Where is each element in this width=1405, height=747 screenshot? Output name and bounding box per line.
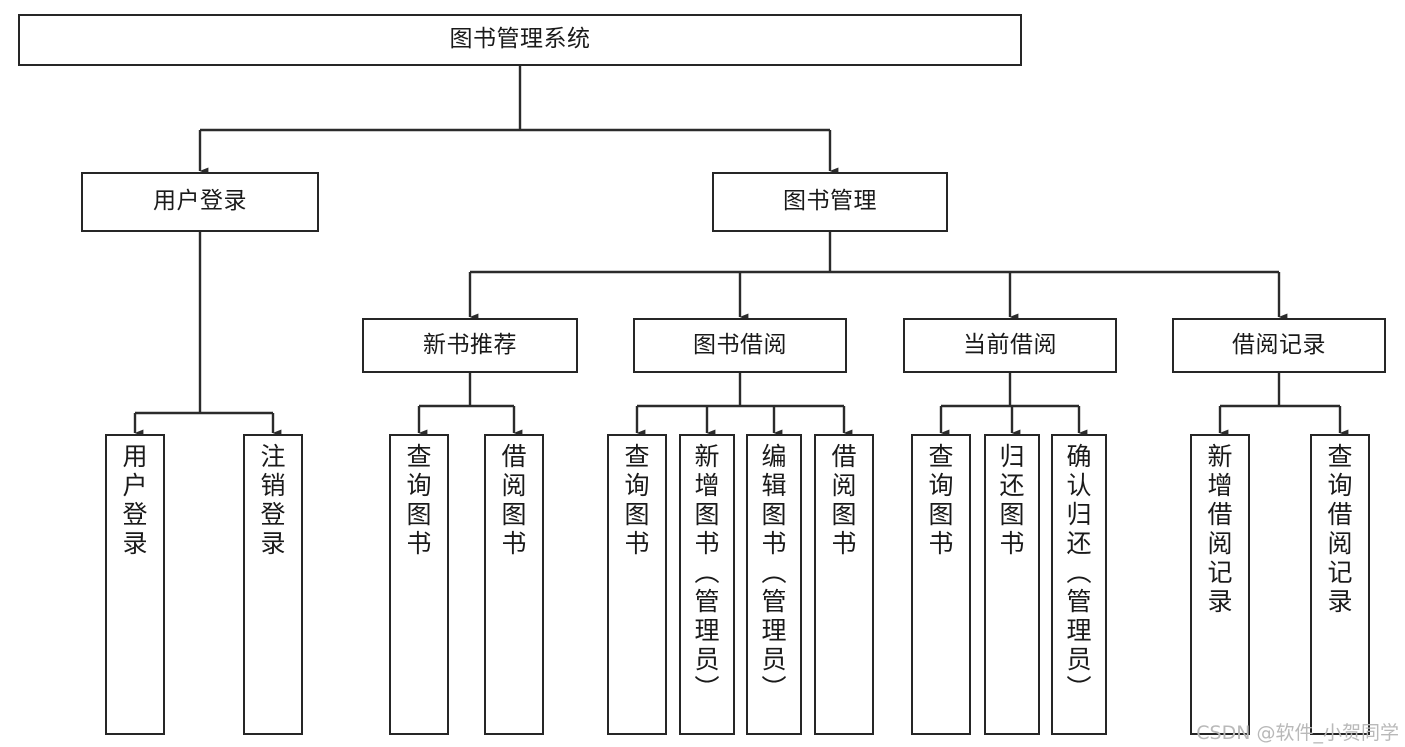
node-leaf-rec-1[interactable]: 新增借阅记录 <box>1190 434 1250 735</box>
node-leaf-cur-1[interactable]: 查询图书 <box>911 434 971 735</box>
node-label: 新增借阅记录 <box>1207 442 1233 616</box>
node-leaf-borrow-2[interactable]: 新增图书︵管理员︶ <box>679 434 735 735</box>
node-leaf-borrow-3[interactable]: 编辑图书︵管理员︶ <box>746 434 802 735</box>
csdn-watermark: CSDN @软件_小贺同学 <box>1196 722 1399 744</box>
node-leaf-rec-2[interactable]: 查询借阅记录 <box>1310 434 1370 735</box>
node-label: 借阅记录 <box>1232 331 1326 358</box>
node-leaf-cur-2[interactable]: 归还图书 <box>984 434 1040 735</box>
node-label: 借阅图书 <box>501 442 527 558</box>
node-leaf-borrow-1[interactable]: 查询图书 <box>607 434 667 735</box>
node-label: 新书推荐 <box>423 331 517 358</box>
node-label: 当前借阅 <box>963 331 1057 358</box>
node-label: 注销登录 <box>260 442 286 558</box>
node-newbook[interactable]: 新书推荐 <box>362 318 578 373</box>
node-label: 查询借阅记录 <box>1327 442 1353 616</box>
node-label: 查询图书 <box>624 442 650 558</box>
node-leaf-new-1[interactable]: 查询图书 <box>389 434 449 735</box>
node-label: 新增图书︵管理员︶ <box>694 442 720 703</box>
node-leaf-login-2[interactable]: 注销登录 <box>243 434 303 735</box>
node-borrow[interactable]: 图书借阅 <box>633 318 847 373</box>
node-root[interactable]: 图书管理系统 <box>18 14 1022 66</box>
node-leaf-borrow-4[interactable]: 借阅图书 <box>814 434 874 735</box>
node-label: 归还图书 <box>999 442 1025 558</box>
node-login[interactable]: 用户登录 <box>81 172 319 232</box>
node-label: 编辑图书︵管理员︶ <box>761 442 787 703</box>
node-label: 查询图书 <box>406 442 432 558</box>
node-label: 查询图书 <box>928 442 954 558</box>
node-label: 图书借阅 <box>693 331 787 358</box>
node-current[interactable]: 当前借阅 <box>903 318 1117 373</box>
node-bookmgmt[interactable]: 图书管理 <box>712 172 948 232</box>
node-label: 用户登录 <box>153 188 247 215</box>
node-records[interactable]: 借阅记录 <box>1172 318 1386 373</box>
node-label: 确认归还︵管理员︶ <box>1066 442 1092 703</box>
node-leaf-new-2[interactable]: 借阅图书 <box>484 434 544 735</box>
node-label: 图书管理系统 <box>449 26 591 53</box>
node-leaf-login-1[interactable]: 用户登录 <box>105 434 165 735</box>
node-label: 用户登录 <box>122 442 148 558</box>
node-leaf-cur-3[interactable]: 确认归还︵管理员︶ <box>1051 434 1107 735</box>
node-label: 借阅图书 <box>831 442 857 558</box>
node-label: 图书管理 <box>783 188 877 215</box>
